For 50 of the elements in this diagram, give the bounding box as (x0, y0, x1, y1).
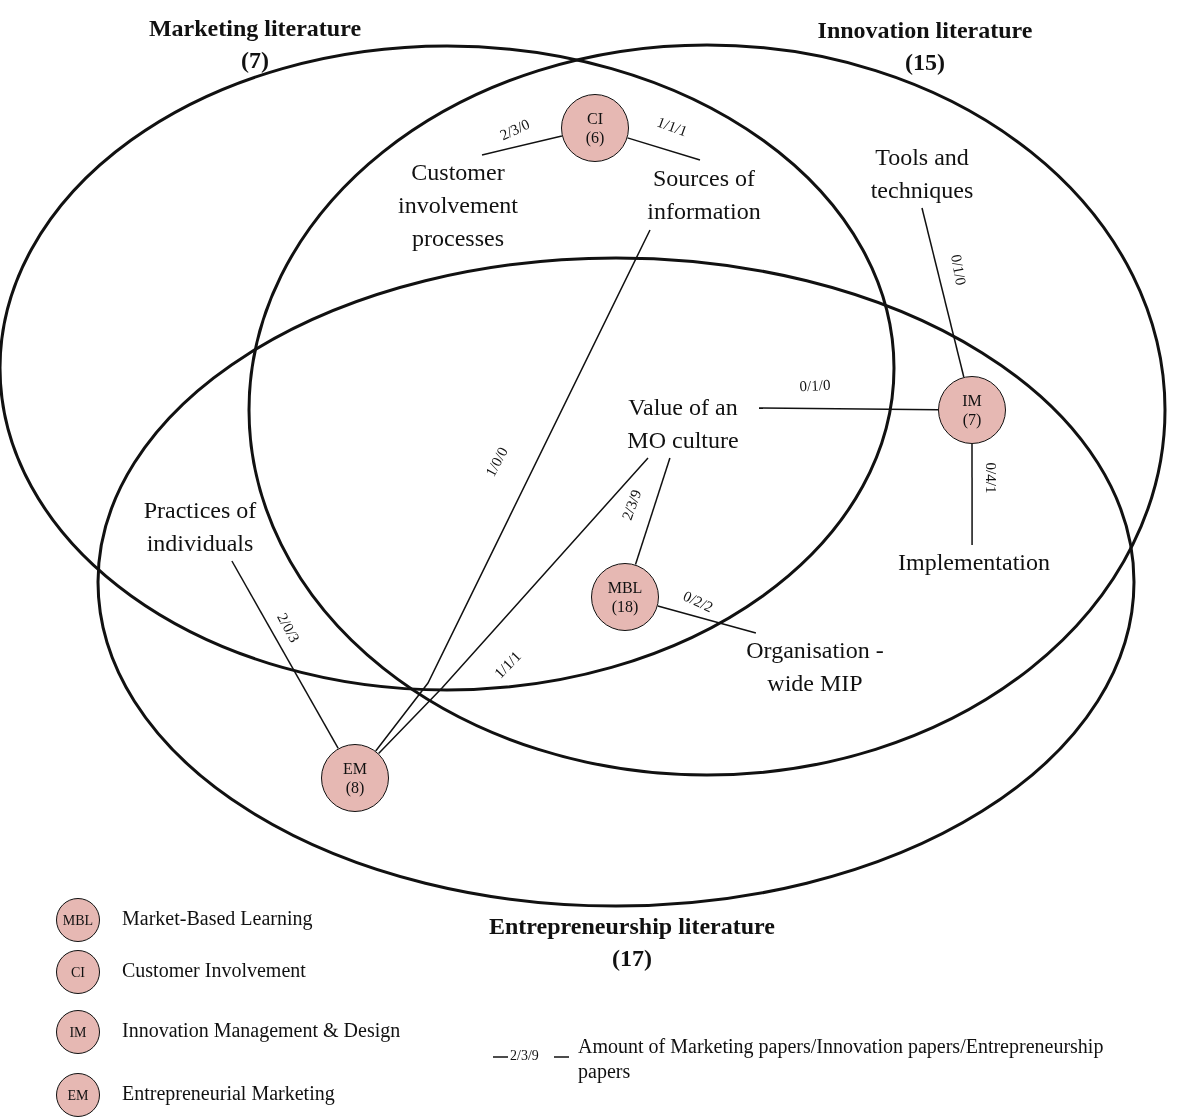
theme-text: Practices of individuals (125, 493, 275, 561)
set-heading: (17) (612, 944, 652, 973)
edge-label: 0/4/1 (981, 462, 999, 494)
set-heading: (15) (905, 48, 945, 77)
edge-label: 2/0/3 (273, 610, 303, 646)
edge-label: 2/3/9 (618, 487, 646, 523)
edge-label: 0/1/0 (946, 253, 970, 287)
set-heading: Marketing literature (148, 14, 362, 43)
legend-text: Market-Based Learning (122, 907, 313, 930)
abbreviation-label: CI (71, 963, 85, 982)
legend-text: Customer Involvement (122, 959, 306, 982)
theme-text: Organisation -wide MIP (745, 633, 885, 701)
theme-text: Tools and techniques (847, 140, 997, 208)
theme-text: Customer involvement processes (378, 155, 538, 255)
circle-label: CI (587, 109, 603, 128)
edge-label: 0/1/0 (799, 376, 831, 396)
circle-label: (18) (611, 597, 639, 616)
legend-text: Innovation Management & Design (122, 1019, 401, 1042)
sample-label: 2/3/9 (510, 1048, 539, 1064)
abbreviation-label: MBL (62, 911, 94, 930)
connector-line (971, 443, 973, 546)
connector-line (374, 229, 651, 752)
edge-label: 1/1/1 (654, 113, 690, 141)
abbreviation-label: EM (67, 1086, 89, 1105)
circle-label: IM (962, 391, 982, 410)
edge-label: 0/2/2 (680, 587, 716, 617)
set-heading: Entrepreneurship literature (489, 912, 775, 941)
connector-line (231, 560, 339, 750)
legend-text: Amount of Marketing papers/Innovation papers/Entrepreneurship papers (578, 1034, 1105, 1084)
theme-text: Sources of information (624, 160, 784, 230)
connector-line (758, 407, 939, 411)
connector-line (634, 457, 671, 566)
circle-label: MBL (607, 578, 643, 597)
theme-text: Implementation (879, 545, 1069, 579)
circle-label: (6) (585, 128, 605, 147)
circle-label: (7) (962, 410, 982, 429)
set-heading: Innovation literature (817, 16, 1033, 45)
legend-text: Entrepreneurial Marketing (122, 1082, 335, 1105)
edge-label: 2/3/0 (497, 115, 533, 145)
abbreviation-label: IM (69, 1023, 87, 1042)
connector-line (921, 207, 965, 378)
connector-line (377, 457, 649, 755)
edge-label: 1/0/0 (482, 444, 512, 480)
connector-line (657, 605, 757, 634)
connector-line (626, 137, 701, 161)
circle-label: EM (343, 759, 367, 778)
theme-text: Value of an MO culture (607, 390, 759, 458)
circle-label: (8) (345, 778, 365, 797)
connector-line (481, 135, 563, 156)
set-heading: (7) (241, 46, 269, 75)
